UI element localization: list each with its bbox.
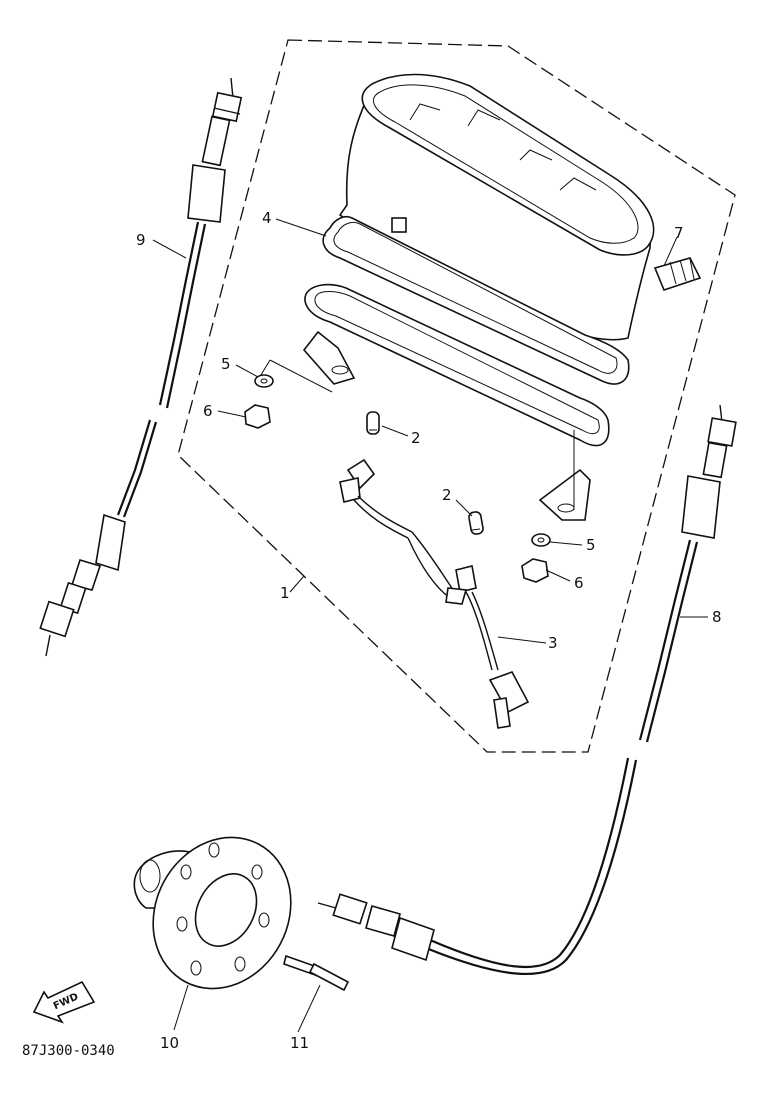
callout-11: 11 [290, 1034, 309, 1052]
part-9-cable [39, 77, 243, 657]
callout-6-left: 6 [203, 402, 213, 420]
callout-3: 3 [548, 634, 558, 652]
part-6-nut-left [244, 404, 271, 429]
part-11-pin [283, 954, 350, 992]
callout-1: 1 [280, 584, 290, 602]
callout-2-upper: 2 [411, 429, 421, 447]
leader-lines [152, 218, 708, 1033]
callout-4: 4 [262, 209, 272, 227]
callout-9: 9 [136, 231, 146, 249]
fwd-arrow-icon: FWD [32, 980, 96, 1024]
part-5-washer-left [254, 374, 274, 388]
callout-5-right: 5 [586, 536, 596, 554]
callout-8: 8 [712, 608, 722, 626]
callout-7: 7 [674, 224, 684, 242]
callout-10: 10 [160, 1034, 179, 1052]
part-2-bulb-lower [468, 511, 484, 535]
part-3-wire-harness [339, 458, 530, 729]
assembly-boundary [177, 39, 736, 753]
callout-2-lower: 2 [442, 486, 452, 504]
part-2-bulb-upper [366, 411, 380, 435]
figure-code: 87J300-0340 [22, 1043, 115, 1059]
part-5-washer-right [531, 533, 551, 547]
meter-bracket [257, 283, 610, 521]
part-6-nut-right [521, 558, 549, 583]
part-8-cable [317, 404, 737, 975]
callout-6-right: 6 [574, 574, 584, 592]
part-4-gasket [322, 215, 630, 385]
part-10-drive-unit [133, 836, 292, 990]
callout-5-left: 5 [221, 355, 231, 373]
